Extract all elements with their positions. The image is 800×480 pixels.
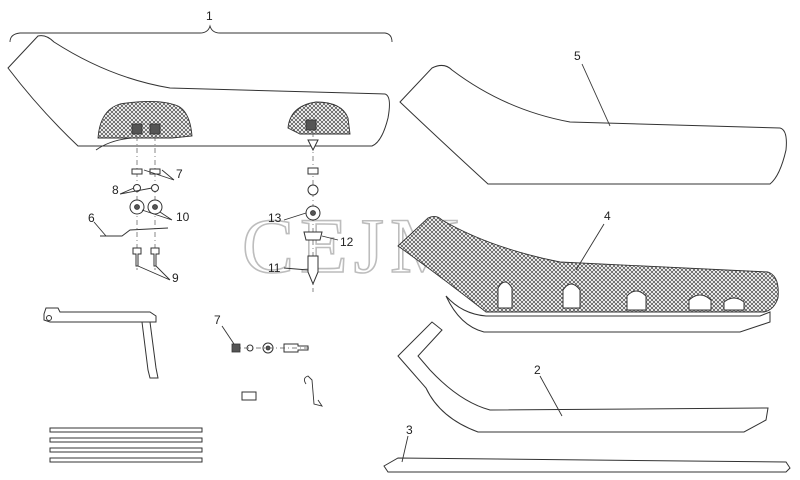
callout-8: 8 <box>112 183 119 197</box>
seat-pan-lip <box>445 295 771 333</box>
leader-3 <box>401 435 409 463</box>
callout-12: 12 <box>340 235 354 249</box>
bolt-9b <box>150 247 160 267</box>
grommet-12 <box>303 231 323 241</box>
leader-10 <box>141 209 173 221</box>
leader-11 <box>283 267 309 271</box>
callout-3: 3 <box>406 423 413 437</box>
callout-7a: 7 <box>176 167 183 181</box>
left-fastener-stack <box>129 168 163 267</box>
washer-10a-hole <box>134 204 140 210</box>
seat-pan-slot-1 <box>497 281 513 309</box>
callouts: 1 5 7 8 6 10 13 12 4 11 9 7 2 3 <box>88 9 611 437</box>
leader-6 <box>93 221 107 237</box>
bracket-hole <box>46 315 52 321</box>
seat-pan-part-4 <box>397 215 779 333</box>
rod-4 <box>49 457 203 463</box>
leader-12 <box>321 235 339 241</box>
rod-3 <box>49 447 203 453</box>
trim-strip-part-2 <box>397 321 769 433</box>
seat-1-rear-mesh <box>287 101 351 135</box>
seat-1-stud-a <box>131 123 143 135</box>
callout-5: 5 <box>574 49 581 63</box>
seat-pan-slot-4 <box>688 294 712 311</box>
seat-assembly-part-1 <box>7 24 393 151</box>
leader-5 <box>581 63 611 127</box>
seat-cover-part-5 <box>399 64 787 185</box>
seat-pan-body <box>397 215 779 313</box>
callout-13: 13 <box>268 211 282 225</box>
bracket <box>43 307 159 379</box>
callout-4: 4 <box>604 209 611 223</box>
callout-1: 1 <box>206 9 213 23</box>
washer-small <box>307 184 319 196</box>
washer-13-hole <box>310 210 316 216</box>
washer-8b <box>151 184 159 192</box>
nut-7a <box>131 168 143 175</box>
leader-7b <box>221 325 235 345</box>
leader-2 <box>539 375 563 417</box>
bolt-9a <box>132 247 142 267</box>
callout-7b: 7 <box>214 313 221 327</box>
strap-part-6 <box>100 227 169 237</box>
callout-10: 10 <box>176 210 190 224</box>
callout-2: 2 <box>534 363 541 377</box>
rod-1 <box>49 427 203 433</box>
seat-1-brace <box>9 24 393 43</box>
bracket-rail <box>43 307 157 323</box>
pin-11 <box>307 255 319 286</box>
spacer-top <box>307 167 319 175</box>
leader-13 <box>283 212 307 221</box>
leader-7a <box>143 169 175 181</box>
callout-6: 6 <box>88 211 95 225</box>
callout-9: 9 <box>172 271 179 285</box>
seat-1-front-mesh <box>97 101 193 139</box>
hardware-row <box>231 342 312 354</box>
spring-hook <box>303 375 324 407</box>
bracket-leg <box>141 321 159 379</box>
seat-pan-slot-2 <box>562 283 581 309</box>
seat-pan-slot-3 <box>626 290 647 311</box>
seat-pan-slot-5 <box>723 297 745 311</box>
callout-11: 11 <box>268 261 281 275</box>
seat-1-stud-c <box>305 119 317 131</box>
leader-lines <box>93 63 611 463</box>
small-clip <box>241 391 257 401</box>
seat-1-stud-b <box>149 123 161 135</box>
leader-9 <box>137 265 171 281</box>
flat-strip-part-3 <box>383 457 791 473</box>
rod-stack <box>49 427 203 463</box>
leader-4 <box>575 223 605 271</box>
washer-10b-hole <box>152 204 158 210</box>
pin-top <box>307 139 319 152</box>
leader-8 <box>119 187 153 195</box>
right-fastener-stack <box>303 139 323 286</box>
seat-1-cable <box>95 137 133 151</box>
rod-2 <box>49 437 203 443</box>
